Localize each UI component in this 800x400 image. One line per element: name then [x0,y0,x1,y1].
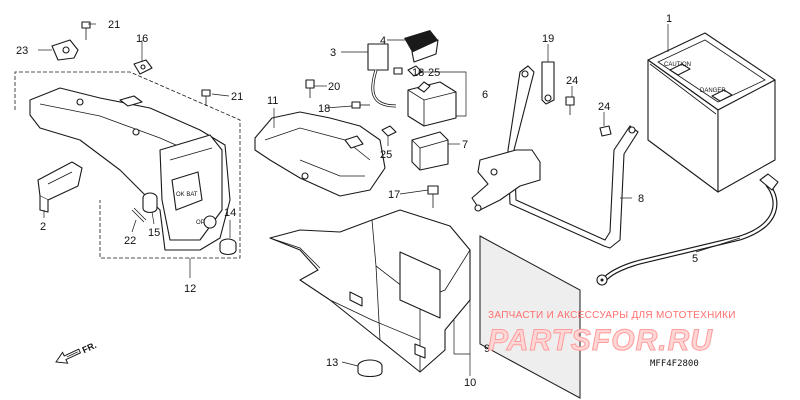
battery-strap-clip [541,61,555,105]
callout-21b: 21 [231,91,243,103]
bolt-18a [393,67,403,75]
fuse-cover-assembly: OK BAT OPEN [29,87,231,251]
terminal-cover-4 [404,30,439,63]
callout-11: 11 [267,95,278,107]
negative-cable [596,173,779,286]
callout-14: 14 [224,207,236,219]
callout-9: 9 [484,343,490,355]
battery-box [269,209,471,373]
screw-21b [201,89,211,106]
cover-ok-bat-label: OK BAT [176,192,198,198]
callout-5: 5 [692,253,698,265]
collar-15 [142,192,158,214]
callout-2: 2 [40,221,46,233]
callout-4: 4 [380,35,386,47]
bolt-20 [305,79,315,98]
callout-15: 15 [148,227,160,239]
battery-band [507,65,639,249]
bolt-18b [351,101,370,109]
wire-3 [367,43,397,108]
battery: CAUTION DANGER [647,32,776,193]
battery-danger-label: DANGER [700,88,726,94]
callout-16: 16 [136,33,148,45]
callout-10: 10 [464,377,476,389]
tray-11 [254,111,386,197]
grommet-14 [219,238,237,256]
callout-18a: 18 [412,67,424,79]
clip-23 [51,39,79,61]
bolt-24a [565,96,575,115]
diagram-code: MFF4F2800 [650,359,699,369]
callout-13: 13 [326,357,338,369]
callout-19: 19 [542,33,554,45]
callout-22: 22 [124,235,136,247]
callout-23: 23 [16,45,28,57]
watermark-brand: PARTSFOR.RU [488,324,713,357]
grommet-13 [357,359,383,378]
bolt-24b [599,125,612,137]
callout-numbers: 1 2 3 4 5 6 7 8 9 10 11 12 13 14 15 16 1… [16,13,698,389]
callout-1: 1 [666,13,672,25]
callout-6: 6 [482,89,488,101]
callout-24b: 24 [598,101,610,113]
leader-lines [38,23,741,376]
screw-21a [81,21,91,40]
relay-6 [407,81,457,127]
callout-17: 17 [388,189,400,201]
callout-3: 3 [330,47,336,59]
callout-8: 8 [638,193,644,205]
callout-24a: 24 [566,75,578,87]
callout-21a: 21 [108,19,120,31]
relay-cover-7 [411,131,449,171]
callout-7: 7 [462,139,468,151]
callout-12: 12 [184,283,196,295]
callout-25a: 25 [428,67,440,79]
watermark-tagline: ЗАПЧАСТИ И АКСЕССУАРЫ ДЛЯ МОТОТЕХНИКИ [488,310,736,321]
band-holder [471,149,541,212]
front-direction-arrow: FR. [55,340,98,364]
group-12-bracket [14,71,241,259]
clip-25b [381,125,397,137]
callout-18b: 18 [318,103,330,115]
nut-16 [133,59,153,75]
bracket-2 [37,161,83,213]
bolt-17 [427,185,439,208]
battery-caution-label: CAUTION [664,62,691,68]
front-arrow-label: FR. [81,340,98,355]
battery-mat [479,235,581,399]
callout-25b: 25 [380,149,392,161]
callout-20: 20 [328,81,340,93]
pin-22 [131,207,147,223]
